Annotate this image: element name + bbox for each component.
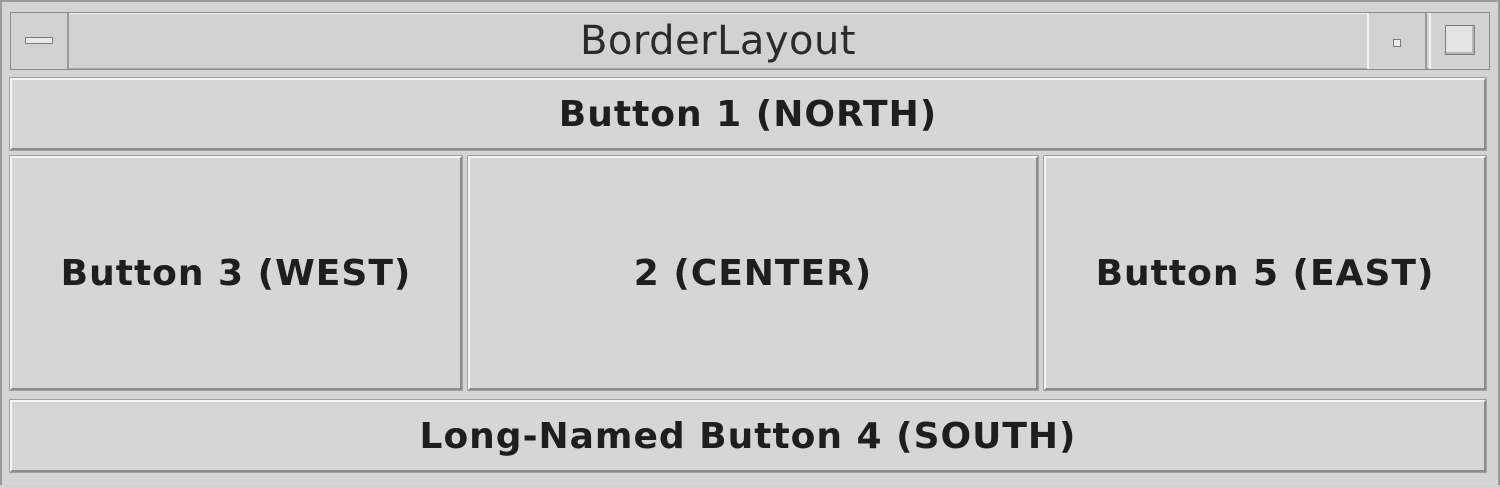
window-menu-button[interactable] xyxy=(11,13,69,69)
minimize-icon xyxy=(1393,39,1401,47)
center-button[interactable]: 2 (CENTER) xyxy=(467,155,1039,391)
east-button[interactable]: Button 5 (EAST) xyxy=(1043,155,1487,391)
title-bar[interactable]: BorderLayout xyxy=(10,12,1490,70)
border-layout-panel: Button 1 (NORTH) Button 3 (WEST) 2 (CENT… xyxy=(2,72,1500,487)
minimize-button[interactable] xyxy=(1367,13,1427,69)
window-menu-icon xyxy=(25,37,53,44)
west-button[interactable]: Button 3 (WEST) xyxy=(9,155,463,391)
north-button[interactable]: Button 1 (NORTH) xyxy=(9,77,1487,151)
maximize-button[interactable] xyxy=(1429,13,1489,69)
south-button[interactable]: Long-Named Button 4 (SOUTH) xyxy=(9,399,1487,473)
window-title: BorderLayout xyxy=(579,18,857,64)
maximize-icon xyxy=(1445,25,1475,55)
